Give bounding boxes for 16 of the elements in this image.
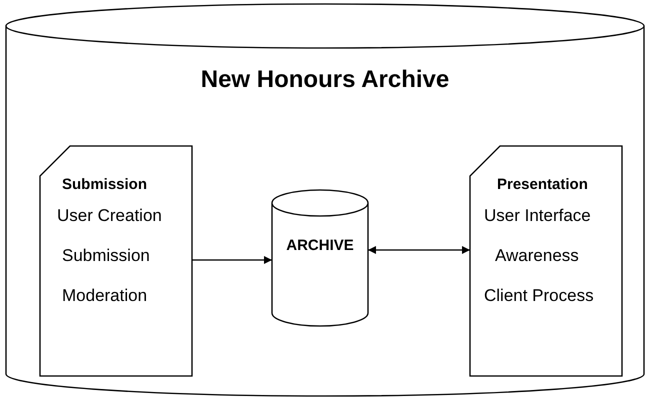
list-item-text: User Interface [484,206,591,226]
database-label: ARCHIVE [285,237,355,254]
list-item-text: Submission [62,246,150,266]
outer-cylinder [6,4,644,396]
document-shape [40,146,192,376]
list-item-text: User Creation [57,206,162,226]
database-cylinder [272,190,368,326]
heading-text: Submission [62,176,148,193]
list-item-text: Client Process [484,286,594,306]
arrow [192,256,272,264]
arrow [368,246,470,254]
title: New Honours Archive [200,66,450,94]
heading-text: Presentation [497,176,588,193]
list-item-text: Awareness [495,246,579,266]
list-item-text: Moderation [62,286,148,306]
document-shape [470,146,622,376]
